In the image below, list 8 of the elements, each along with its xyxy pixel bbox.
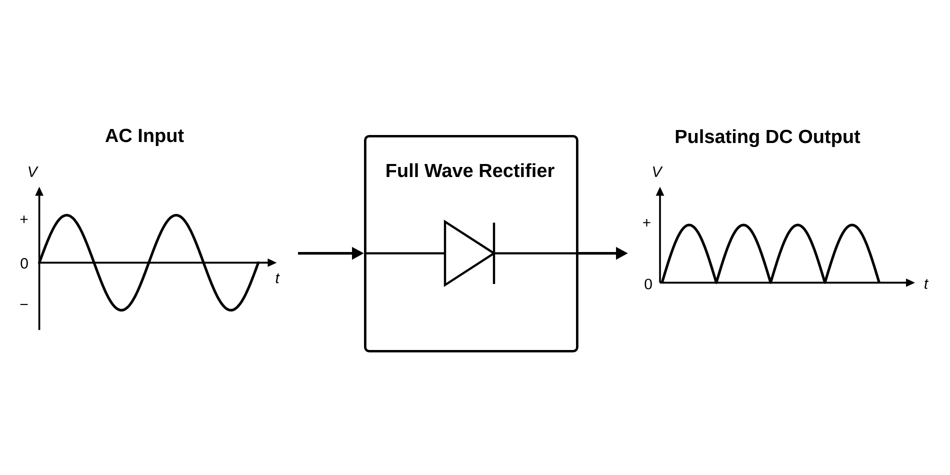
axis-label: V <box>653 166 663 177</box>
block-box: Full Wave Rectifier <box>364 135 578 352</box>
graph-title: AC Input <box>105 128 184 146</box>
axis-label: t <box>276 273 280 284</box>
axis-label: t <box>924 279 929 289</box>
graph-title: Pulsating DC Output <box>676 129 860 148</box>
axis-label: V <box>28 166 38 177</box>
tick-label: 0 <box>644 278 652 290</box>
